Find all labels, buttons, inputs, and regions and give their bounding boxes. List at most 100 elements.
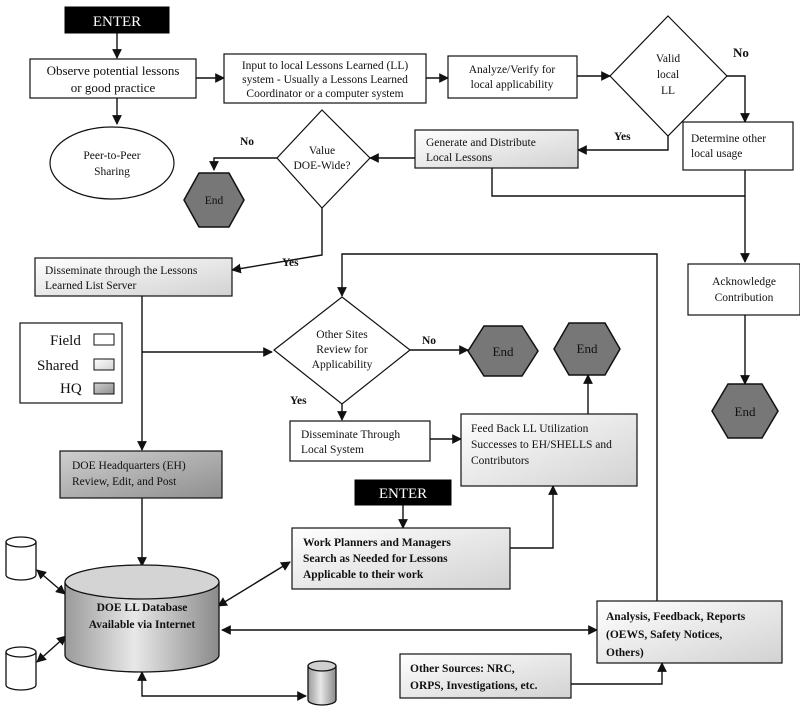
legend-field-swatch	[93, 333, 115, 346]
doe-hq-line-1: DOE Headquarters (EH)	[72, 460, 186, 472]
arrow-value-no	[209, 157, 277, 171]
determine-line-2: local usage	[691, 148, 742, 160]
observe-box: Observe potential lessons or good practi…	[29, 58, 197, 99]
value-line-2: DOE-Wide?	[293, 160, 350, 172]
arrow-cyl2-database	[36, 635, 67, 663]
enter-bottom-label: ENTER	[379, 486, 427, 502]
field-database-2	[5, 646, 37, 691]
valid-line-3: LL	[661, 85, 675, 97]
observe-line-1: Observe potential lessons	[47, 63, 180, 78]
generate-line-2: Local Lessons	[426, 152, 493, 164]
connectors	[36, 33, 750, 701]
observe-line-2: or good practice	[71, 80, 156, 95]
work-line-1: Work Planners and Managers	[303, 537, 451, 549]
end-4-label: End	[735, 404, 756, 419]
arrow-database-work	[217, 561, 291, 607]
arrow-valid-no	[727, 75, 750, 123]
disseminate-list-line-2: Learned List Server	[45, 280, 136, 292]
analysis-line-1: Analysis, Feedback, Reports	[606, 611, 746, 623]
analyze-line-2: local applicability	[471, 79, 554, 91]
end-hexagon-1: End	[183, 172, 245, 228]
line-generate-right	[491, 168, 745, 197]
end-3-label: End	[577, 341, 598, 356]
other-sites-line-1: Other Sites	[316, 329, 368, 341]
valid-line-1: Valid	[656, 53, 681, 65]
legend-shared-label: Shared	[37, 358, 79, 374]
acknowledge-line-2: Contribution	[715, 292, 774, 304]
generate-box: Generate and Distribute Local Lessons	[414, 129, 579, 169]
end-hexagon-3: End	[553, 322, 621, 376]
arrow-cyl1-database	[36, 569, 66, 595]
arrow-work-feedback	[510, 485, 558, 549]
analyze-box: Analyze/Verify for local applicability	[447, 55, 578, 99]
disseminate-local-box: Disseminate Through Local System	[289, 420, 431, 462]
valid-line-2: local	[657, 69, 679, 81]
input-local-box: Input to local Lessons Learned (LL) syst…	[223, 53, 427, 104]
value-line-1: Value	[309, 145, 335, 157]
other-sites-line-2: Review for	[316, 344, 368, 356]
analysis-box: Analysis, Feedback, Reports (OEWS, Safet…	[596, 600, 783, 664]
disseminate-list-box: Disseminate through the Lessons Learned …	[34, 257, 233, 297]
end-hexagon-4: End	[711, 383, 779, 439]
shared-database	[307, 660, 337, 706]
arrow-valid-yes	[577, 136, 669, 155]
other-no-label: No	[422, 335, 436, 347]
database-line-2: Available via Internet	[89, 619, 196, 631]
enter-top: ENTER	[64, 6, 170, 34]
enter-top-label: ENTER	[93, 14, 141, 30]
field-database-1	[5, 536, 37, 581]
disseminate-local-line-2: Local System	[301, 444, 364, 456]
analysis-line-2: (OEWS, Safety Notices,	[606, 629, 722, 641]
acknowledge-box: Acknowledge Contribution	[687, 263, 800, 316]
determine-line-1: Determine other	[691, 133, 766, 145]
disseminate-list-line-1: Disseminate through the Lessons	[45, 265, 198, 277]
value-doe-decision: Value DOE-Wide?	[276, 109, 371, 209]
arrow-value-yes	[231, 208, 323, 274]
work-planners-box: Work Planners and Managers Search as Nee…	[291, 527, 511, 590]
feedback-line-1: Feed Back LL Utilization	[471, 423, 589, 435]
value-no-label: No	[240, 136, 254, 148]
peer-sharing: Peer-to-Peer Sharing	[49, 126, 175, 200]
other-yes-label: Yes	[290, 395, 307, 407]
other-sites-decision: Other Sites Review for Applicability	[273, 296, 411, 405]
enter-top-box	[64, 6, 170, 34]
feedback-line-3: Contributors	[471, 455, 530, 467]
acknowledge-line-1: Acknowledge	[712, 276, 776, 288]
work-line-2: Search as Needed for Lessons	[303, 553, 448, 565]
end-1-label: End	[205, 195, 224, 207]
database-line-1: DOE LL Database	[97, 602, 188, 614]
legend-field-label: Field	[50, 333, 81, 349]
legend-hq-label: HQ	[60, 381, 82, 397]
end-2-label: End	[493, 344, 514, 359]
arrow-cyl3-database	[137, 671, 307, 701]
input-line-1: Input to local Lessons Learned (LL)	[242, 60, 409, 72]
other-sites-line-3: Applicability	[312, 359, 373, 371]
legend: Field Shared HQ	[19, 322, 123, 404]
analyze-line-1: Analyze/Verify for	[469, 64, 556, 76]
legend-hq-swatch	[93, 382, 115, 395]
sources-line-1: Other Sources: NRC,	[410, 663, 515, 675]
peer-line-2: Sharing	[94, 166, 130, 178]
end-hexagon-2: End	[467, 325, 539, 377]
work-line-3: Applicable to their work	[303, 569, 424, 581]
disseminate-local-line-1: Disseminate Through	[301, 429, 400, 441]
feedback-box: Feed Back LL Utilization Successes to EH…	[460, 413, 638, 487]
feedback-line-2: Successes to EH/SHELLS and	[471, 439, 612, 451]
other-sources-box: Other Sources: NRC, ORPS, Investigations…	[399, 653, 572, 699]
peer-line-1: Peer-to-Peer	[83, 150, 140, 162]
input-line-3: Coordinator or a computer system	[246, 88, 403, 100]
valid-yes-label: Yes	[614, 131, 631, 143]
doe-ll-database: DOE LL Database Available via Internet	[64, 564, 220, 673]
analysis-line-3: Others)	[606, 647, 644, 659]
arrow-sources-analysis	[571, 662, 667, 685]
valid-local-decision: Valid local LL	[609, 15, 728, 137]
sources-line-2: ORPS, Investigations, etc.	[410, 680, 538, 692]
value-yes-label: Yes	[282, 257, 299, 269]
enter-bottom: ENTER	[354, 479, 452, 506]
valid-no-label: No	[733, 45, 749, 60]
enter-bottom-box	[354, 479, 452, 506]
input-line-2: system - Usually a Lessons Learned	[242, 74, 408, 86]
legend-shared-swatch	[93, 358, 115, 371]
determine-box: Determine other local usage	[682, 121, 794, 171]
